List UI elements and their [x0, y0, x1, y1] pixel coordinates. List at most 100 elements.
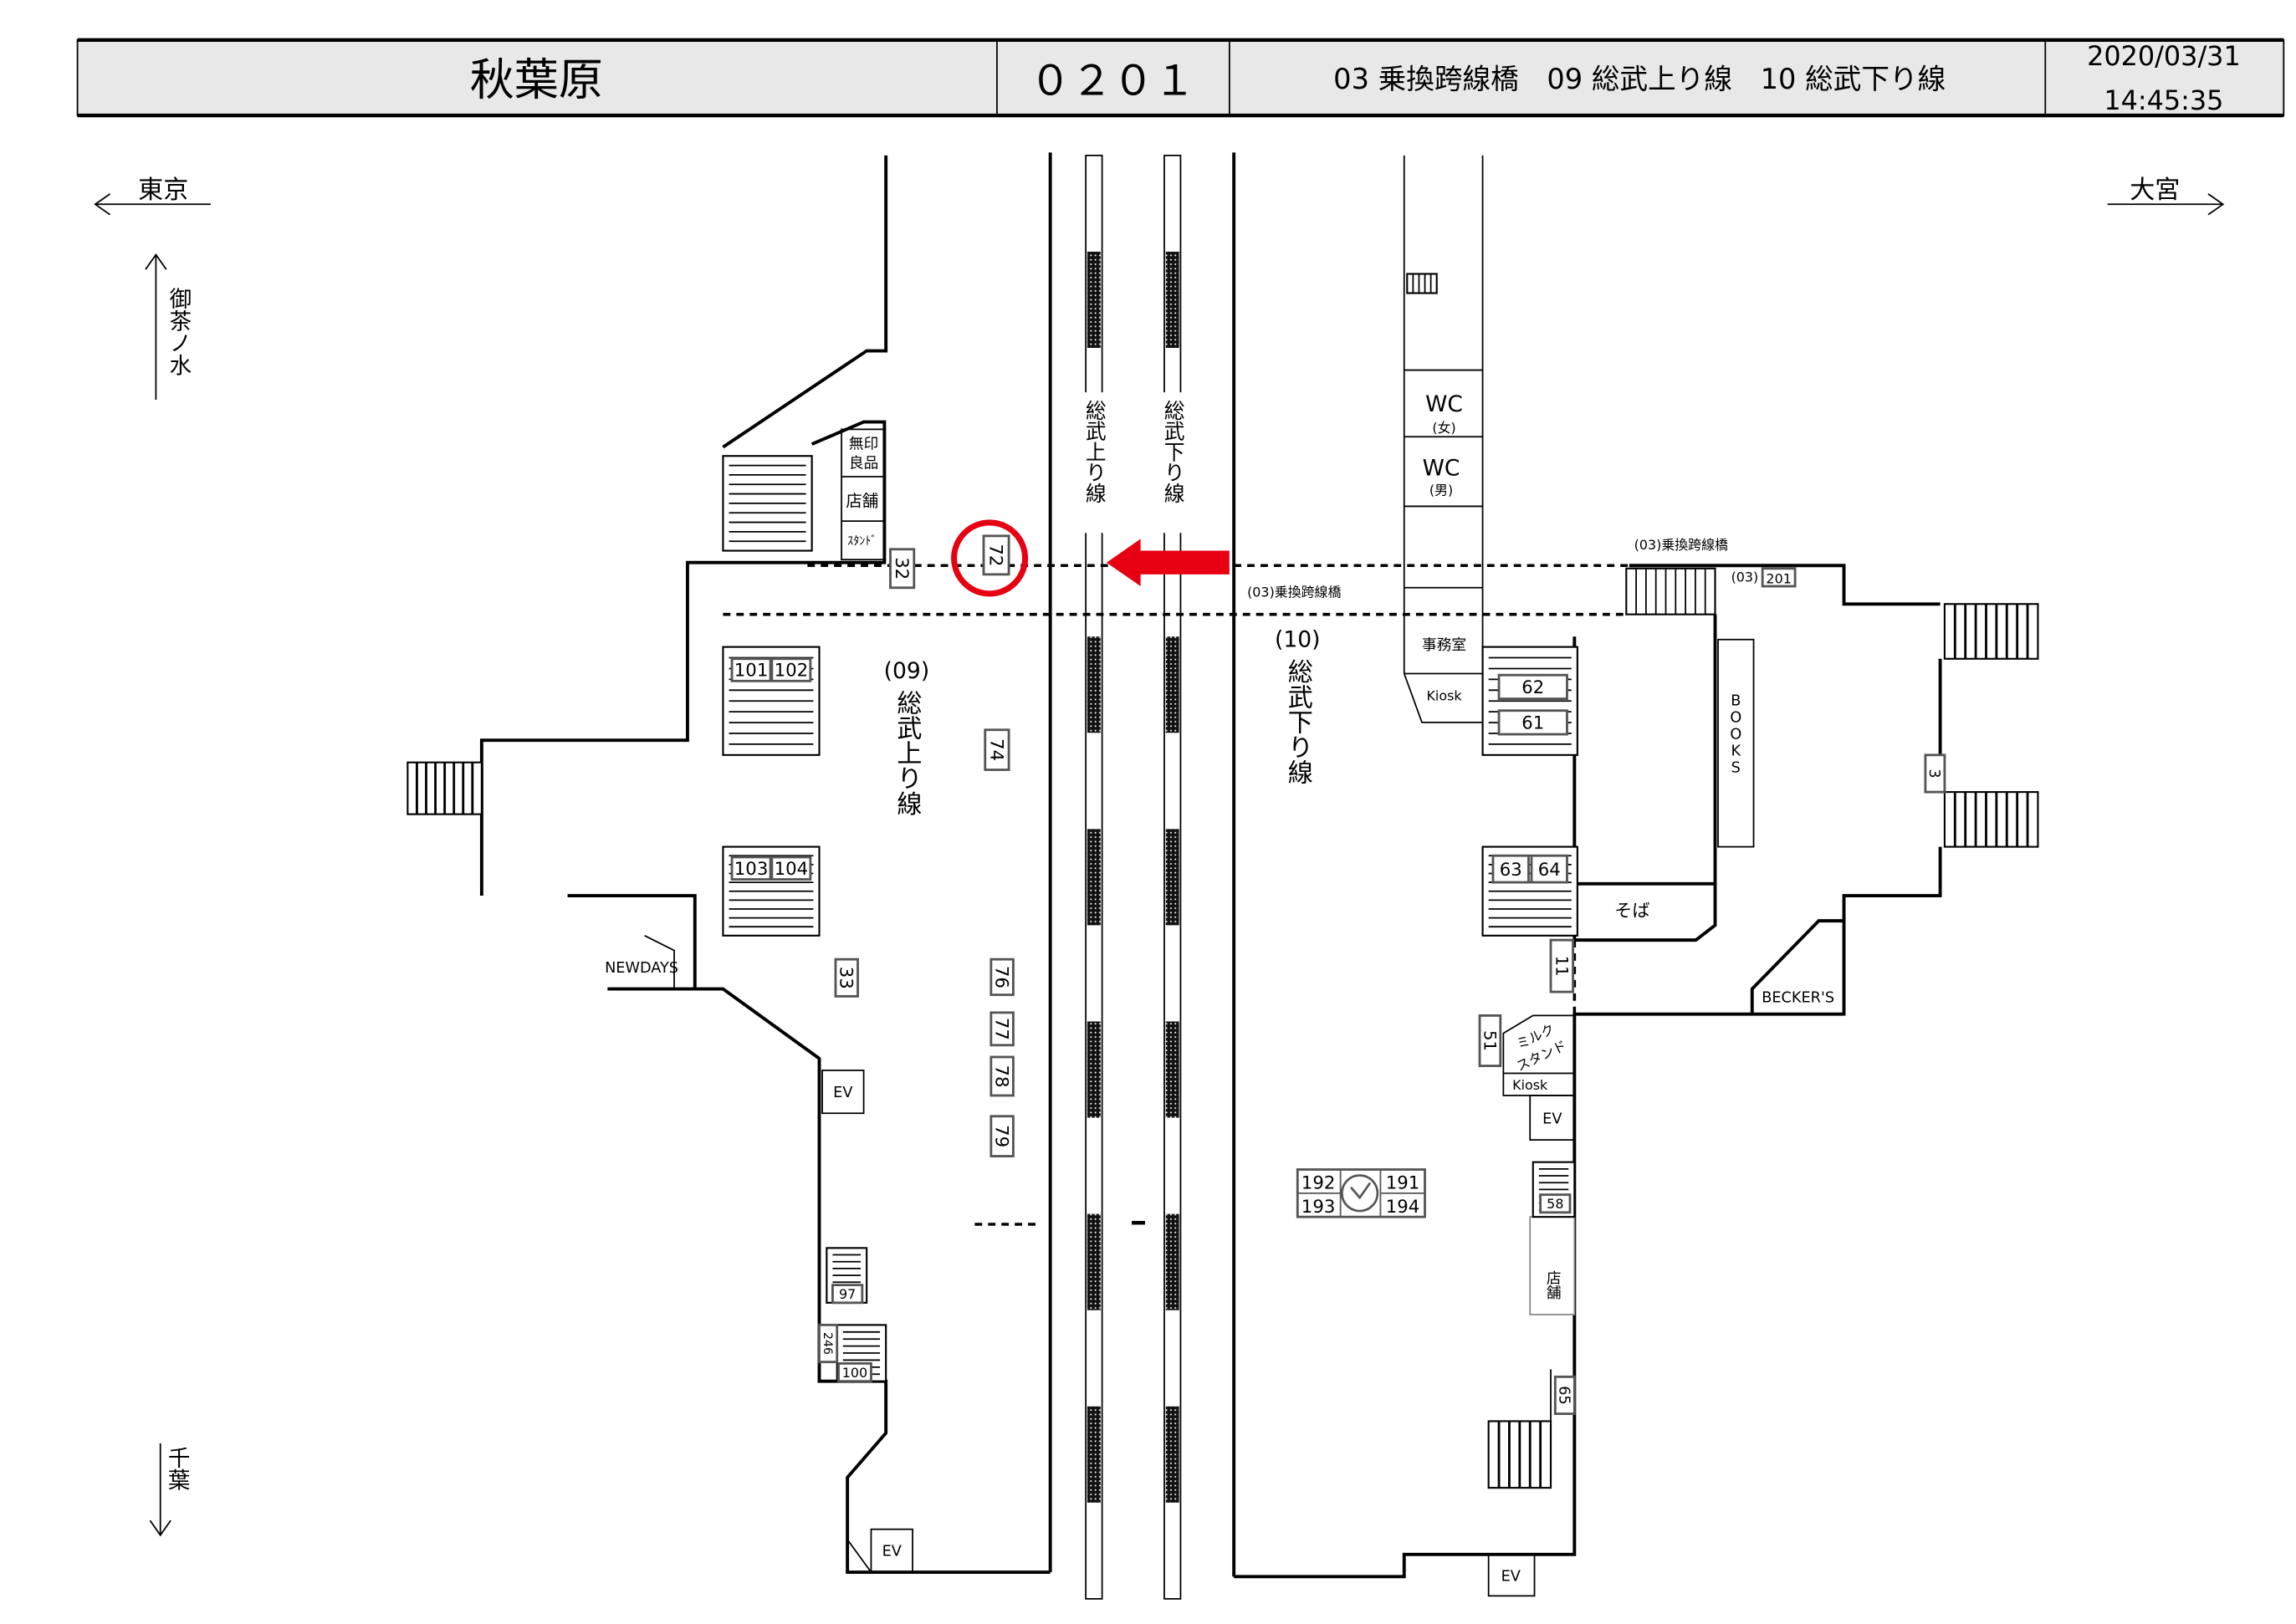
rail-up: [1085, 154, 1103, 1600]
marker-label: 104: [775, 859, 809, 880]
direction-south: 千葉: [149, 1443, 190, 1537]
marker-label: 62: [1521, 677, 1544, 698]
marker-label: 78: [990, 1065, 1011, 1087]
marker-74: 74: [984, 728, 1010, 771]
marker-72: 72: [982, 534, 1010, 576]
svg-text:EV: EV: [882, 1544, 902, 1560]
marker-101: 101: [730, 657, 772, 682]
platform-edge-marking: [1087, 1213, 1101, 1310]
marker-label: 103: [734, 859, 769, 880]
marker-63: 63: [1491, 854, 1530, 884]
marker-76: 76: [989, 958, 1015, 997]
marker-label: 3: [1925, 769, 1942, 778]
direction-south-label: 千葉: [164, 1447, 190, 1491]
marker-label: 11: [1552, 956, 1571, 977]
marker-label: 51: [1480, 1030, 1499, 1051]
wc-male-label: WC: [1423, 455, 1460, 481]
kiosk-label-2: Kiosk: [1512, 1077, 1548, 1093]
line-list: 03 乗換跨線橋 09 総武上り線 10 総武下り線: [1333, 63, 1946, 95]
time: 14:45:35: [2104, 84, 2223, 116]
marker-label: 102: [775, 661, 809, 682]
shop-label: 店舗: [846, 491, 878, 510]
platform-edge-marking: [1087, 829, 1101, 926]
platform-edge-marking: [1165, 1406, 1179, 1503]
marker-97: 97: [831, 1284, 864, 1305]
highlight-circle: [951, 519, 1029, 597]
marker-201: 201: [1766, 570, 1791, 586]
tracks: 総武上り線 総武下り線: [974, 152, 1236, 1600]
marker-label: 63: [1500, 860, 1522, 881]
elevator: EV: [870, 1528, 913, 1573]
bridge-label-top: (03)乗換跨線橋: [1634, 537, 1728, 553]
kiosk-label: Kiosk: [1426, 687, 1462, 703]
platform-10-name: 総武下り線: [1283, 659, 1312, 785]
track-up-label: 総武上り線: [1082, 400, 1107, 503]
marker-label: 97: [839, 1286, 856, 1302]
marker-51: 51: [1478, 1014, 1502, 1068]
direction-east-label: 大宮: [2130, 176, 2180, 205]
bridge-stairs: [1625, 567, 1716, 615]
marker-65: 65: [1553, 1375, 1576, 1416]
svg-text:EV: EV: [1542, 1111, 1562, 1128]
marker-104: 104: [770, 855, 812, 881]
stairs: [722, 455, 813, 552]
stairs-61-62: [1481, 646, 1578, 756]
platform-edge-marking: [1165, 251, 1179, 349]
bridge-code: (03): [1731, 569, 1759, 585]
marker-64: 64: [1530, 854, 1568, 884]
direction-west: 東京: [94, 176, 211, 216]
marker-label: 77: [990, 1018, 1011, 1040]
wc-female-label: WC: [1425, 391, 1463, 417]
platform-09-number: (09): [884, 658, 930, 684]
marker-193: 193: [1301, 1197, 1336, 1218]
station-code: ０２０１: [1030, 56, 1195, 105]
stairs: [1487, 1420, 1552, 1489]
marker-103: 103: [730, 855, 772, 881]
marker-label: 72: [984, 544, 1005, 566]
stand-label: ｽﾀﾝﾄﾞ: [847, 534, 877, 548]
current-location-highlight: [951, 519, 1230, 597]
marker-77: 77: [989, 1011, 1015, 1047]
platform-edge-marking: [1087, 636, 1101, 733]
wc-male-sub: (男): [1429, 482, 1453, 498]
marker-label: 33: [836, 967, 857, 989]
marker-246: 246: [818, 1323, 839, 1364]
marker-label: 74: [985, 738, 1006, 761]
marker-label: 101: [734, 661, 769, 682]
platform-edge-marking: [1087, 1021, 1101, 1118]
marker-192: 192: [1301, 1173, 1336, 1194]
platform-edge-marking: [1165, 829, 1179, 926]
soba-label: そば: [1614, 901, 1649, 922]
header-bar: 秋葉原 ０２０１ 03 乗換跨線橋 09 総武上り線 10 総武下り線 2020…: [76, 38, 2285, 118]
marker-33: 33: [834, 958, 859, 998]
platform-edge-marking: [1165, 1213, 1179, 1310]
arrow-up-icon: [145, 253, 167, 400]
direction-east: 大宮: [2107, 176, 2225, 216]
platform-10-outline: BECKER'S そば BOOKS WC (女) WC (男) 事務室 Kios…: [1234, 155, 1942, 1597]
platform-edge-marking: [1087, 251, 1101, 349]
stairs: [1943, 791, 2039, 848]
elevator: EV: [821, 1070, 865, 1115]
elevator: EV: [1487, 1553, 1536, 1597]
marker-3: 3: [1924, 753, 1946, 794]
stairs: [1943, 603, 2039, 660]
platform-10-number: (10): [1275, 627, 1321, 653]
marker-label: 100: [842, 1365, 867, 1381]
bridge-label-mid: (03)乗換跨線橋: [1247, 584, 1341, 600]
platform-09-name: 総武上り線: [892, 690, 921, 816]
newdays-label: NEWDAYS: [605, 960, 678, 977]
wc-female-sub: (女): [1432, 420, 1455, 436]
arrow-right-icon: [2107, 193, 2225, 216]
direction-north: 御茶ノ水: [145, 253, 192, 400]
marker-label: 64: [1538, 860, 1561, 881]
marker-32: 32: [889, 548, 916, 590]
marker-100: 100: [837, 1362, 872, 1383]
marker-191: 191: [1386, 1173, 1420, 1194]
marker-61: 61: [1497, 709, 1568, 736]
shop-muji-label: 無印: [849, 435, 878, 452]
elevator: EV: [1529, 1095, 1576, 1141]
marker-label: 58: [1547, 1196, 1563, 1212]
red-arrow-icon: [1106, 539, 1230, 587]
platform-edge-marking: [1165, 1021, 1179, 1118]
marker-102: 102: [770, 657, 812, 682]
